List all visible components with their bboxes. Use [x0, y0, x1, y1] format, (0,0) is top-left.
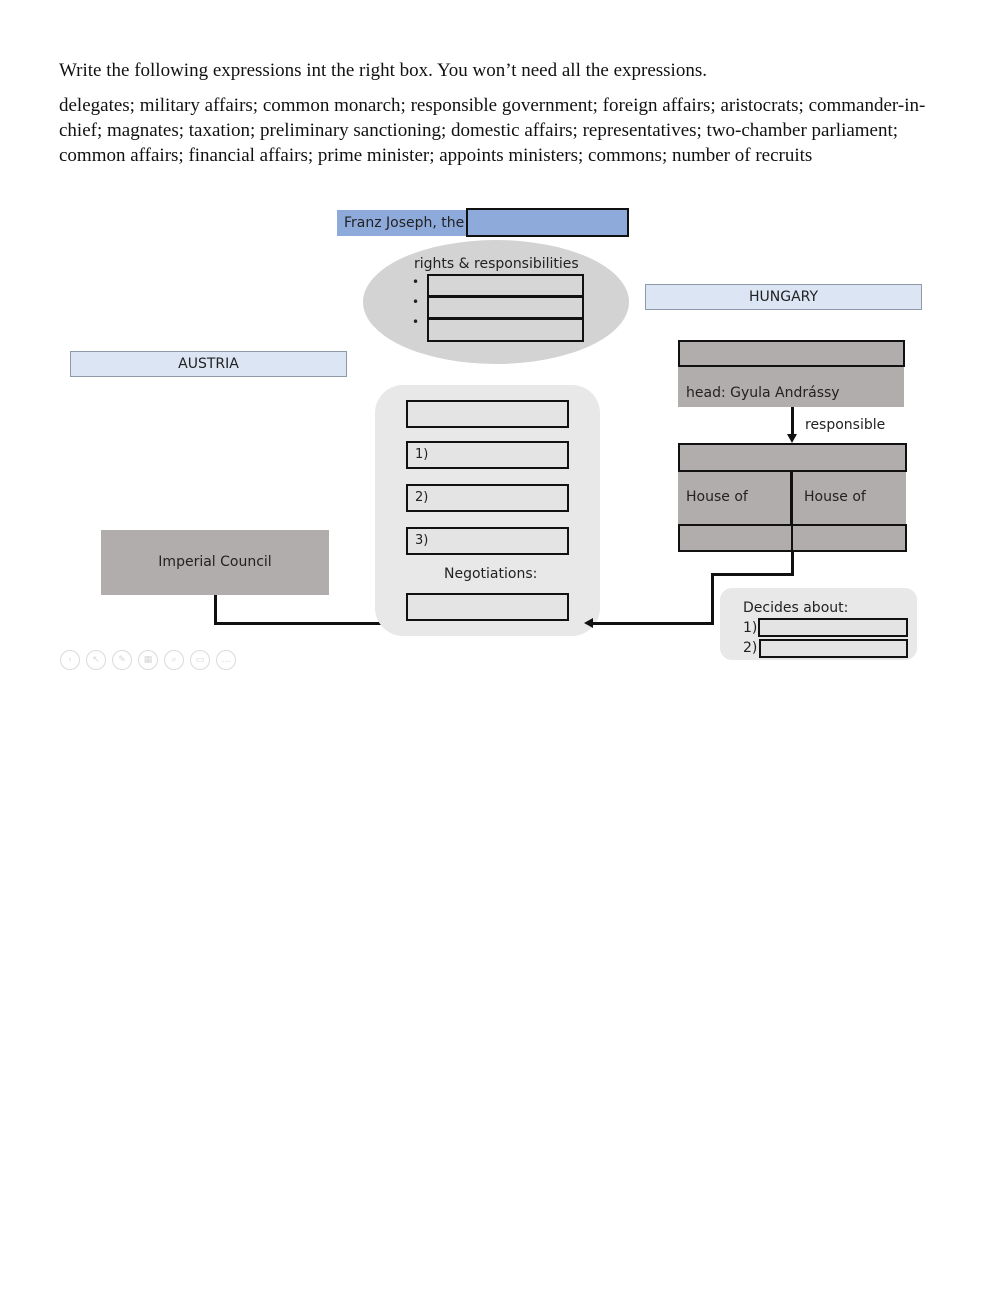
responsible-connector	[791, 407, 794, 435]
decides-title: Decides about:	[743, 600, 849, 616]
parliament-divider	[790, 472, 793, 552]
imperial-council-box: Imperial Council	[101, 530, 329, 595]
rights-title: rights & responsibilities	[414, 256, 579, 272]
instructions: Write the following expressions int the …	[59, 58, 939, 178]
rights-bullet-3: •	[412, 315, 420, 329]
monarch-title-blank[interactable]	[466, 208, 629, 237]
rights-blank-2[interactable]	[427, 296, 584, 319]
parliament-blank[interactable]	[678, 443, 907, 472]
slides-icon[interactable]: ▦	[138, 650, 158, 670]
negotiations-blank[interactable]	[406, 593, 569, 621]
subtitle-icon[interactable]: ▭	[190, 650, 210, 670]
hungary-connector-h1	[712, 573, 793, 576]
rights-bullet-1: •	[412, 275, 420, 289]
austria-connector-vertical	[214, 595, 217, 625]
rights-blank-1[interactable]	[427, 274, 584, 297]
slide-toolbar: ‹ ↖ ✎ ▦ ⌕ ▭ …	[60, 650, 236, 670]
austria-connector-horizontal	[214, 622, 390, 625]
rights-bullet-2: •	[412, 295, 420, 309]
decides-num-1: 1)	[743, 620, 758, 636]
house-right-blank[interactable]	[791, 524, 907, 552]
hungary-connector-v1	[791, 552, 794, 576]
negotiations-label: Negotiations:	[444, 566, 538, 582]
responsible-arrow-icon	[787, 434, 797, 443]
decides-blank-1[interactable]	[758, 618, 908, 637]
monarch-label: Franz Joseph, the	[344, 215, 465, 231]
pen-icon[interactable]: ✎	[112, 650, 132, 670]
house-left-blank[interactable]	[678, 524, 793, 552]
hungary-head-label: head: Gyula Andrássy	[686, 385, 840, 401]
decides-blank-2[interactable]	[759, 639, 908, 658]
hungary-connector-h2	[592, 622, 713, 625]
common-item-3[interactable]: 3)	[406, 527, 569, 555]
hungary-connector-v2	[711, 573, 714, 625]
zoom-icon[interactable]: ⌕	[164, 650, 184, 670]
common-item-2[interactable]: 2)	[406, 484, 569, 512]
common-item-1[interactable]: 1)	[406, 441, 569, 469]
monarch-label-box: Franz Joseph, the	[337, 210, 467, 236]
hungary-government-blank[interactable]	[678, 340, 905, 367]
prev-icon[interactable]: ‹	[60, 650, 80, 670]
word-bank: delegates; military affairs; common mona…	[59, 95, 926, 166]
hungary-header: HUNGARY	[645, 284, 922, 310]
responsible-label: responsible	[805, 417, 886, 433]
common-top-blank[interactable]	[406, 400, 569, 428]
instructions-heading: Write the following expressions int the …	[59, 60, 707, 81]
house-right-label: House of	[804, 489, 866, 505]
house-left-label: House of	[686, 489, 748, 505]
pointer-icon[interactable]: ↖	[86, 650, 106, 670]
austria-header: AUSTRIA	[70, 351, 347, 377]
hungary-arrow-icon	[584, 618, 593, 628]
rights-blank-3[interactable]	[427, 318, 584, 342]
more-icon[interactable]: …	[216, 650, 236, 670]
decides-num-2: 2)	[743, 640, 758, 656]
